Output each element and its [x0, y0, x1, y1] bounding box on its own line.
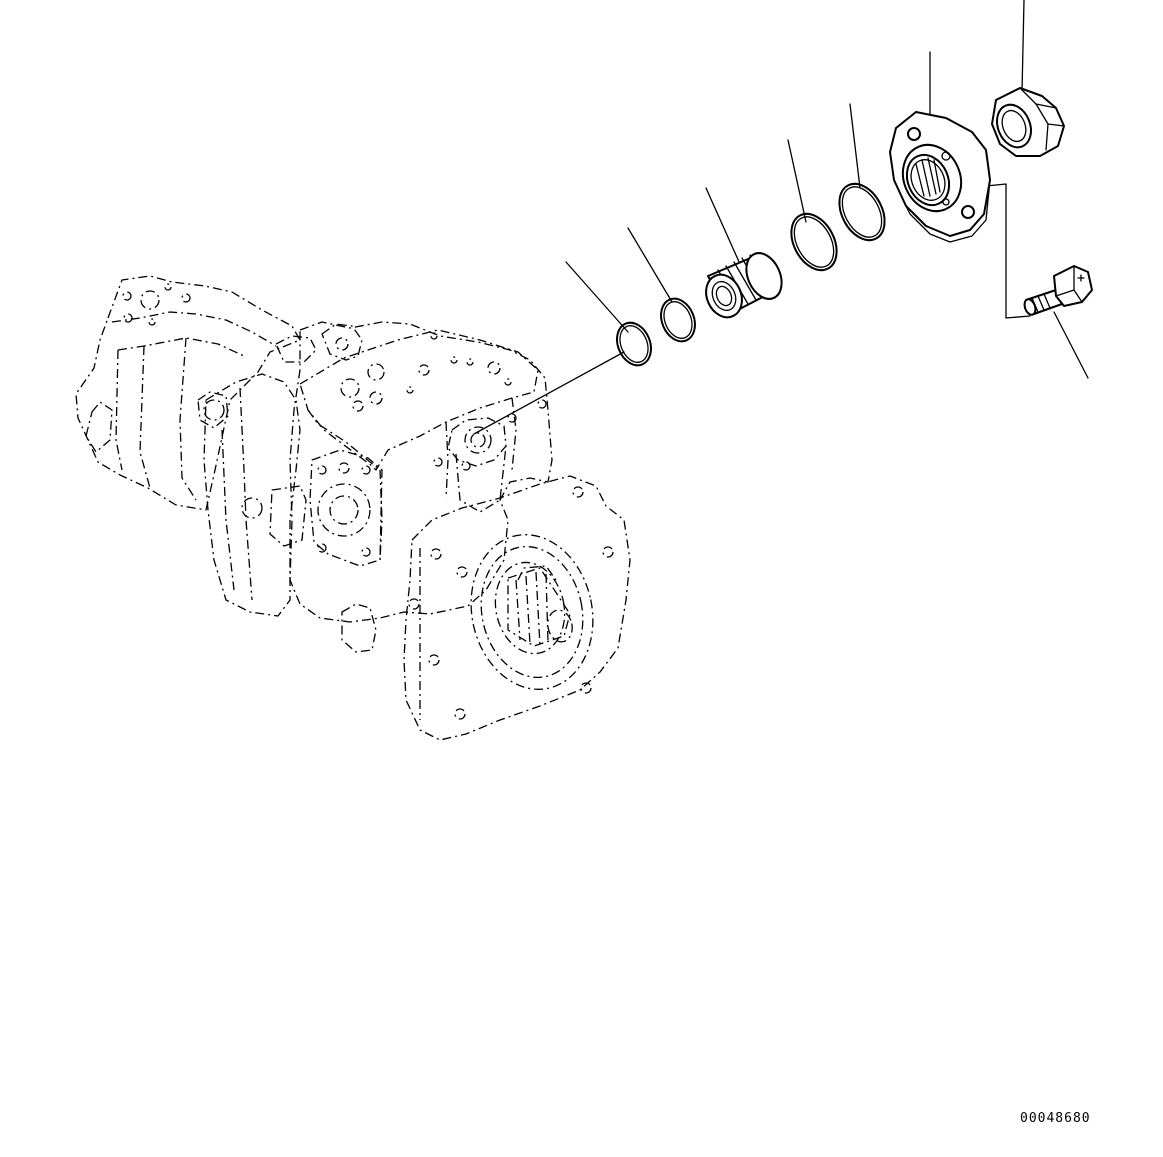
leader-bolt [1053, 311, 1089, 379]
flange [889, 111, 991, 243]
leader-o-ring-small [565, 261, 629, 333]
leader-threaded-sleeve [705, 187, 741, 265]
assembly-axis [473, 351, 625, 435]
o-ring-small-2 [660, 297, 696, 343]
bolt [1023, 265, 1093, 316]
bolt-bracket [985, 183, 1031, 319]
o-ring-small [616, 321, 652, 367]
leader-o-ring-large [787, 139, 807, 223]
o-ring-large-2 [838, 182, 886, 242]
leader-lines [473, 0, 1089, 435]
pump-assembly [75, 275, 631, 741]
leader-o-ring-large-2 [849, 103, 861, 189]
drawing-code: 00048680 [1020, 1111, 1091, 1126]
o-ring-large [790, 212, 838, 272]
leader-nut [1021, 0, 1025, 93]
threaded-sleeve [705, 252, 783, 319]
leader-o-ring-small-2 [627, 227, 673, 303]
nut [991, 87, 1065, 157]
